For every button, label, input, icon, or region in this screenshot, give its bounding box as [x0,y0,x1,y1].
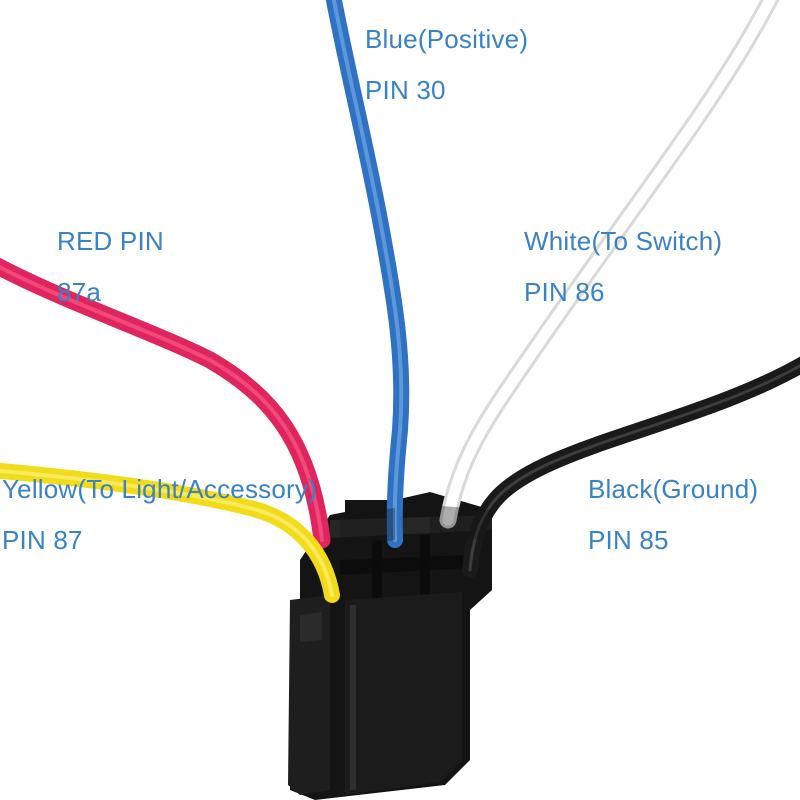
relay-socket-housing [288,492,492,800]
yellow-wire-name: Yellow(To Light/Accessory) [2,474,317,504]
red-wire-label: RED PIN 87a [57,226,164,307]
red-wire-highlight [0,265,324,542]
terminal-cavity [430,505,492,540]
yellow-wire-highlight [0,468,334,597]
black-wire-label: Black(Ground) PIN 85 [588,474,758,555]
blue-wire-name: Blue(Positive) [365,24,529,54]
black-wire-pin: PIN 85 [588,525,669,555]
socket-edge-highlight [350,605,356,790]
white-wire-label: White(To Switch) PIN 86 [524,226,722,307]
socket-front-face [345,592,462,795]
blue-wire-pin: PIN 30 [365,75,446,105]
socket-divider [420,535,430,600]
yellow-wire-pin: PIN 87 [2,525,83,555]
red-wire-pin: 87a [57,277,101,307]
black-wire-name: Black(Ground) [588,474,759,504]
white-wire-pin: PIN 86 [524,277,605,307]
terminal-cavities [340,505,492,548]
red-wire-name: RED PIN [57,226,164,256]
terminal-cavity [340,508,395,548]
blue-wire-highlight [331,0,404,542]
white-wire-name: White(To Switch) [524,226,723,256]
blue-wire-label: Blue(Positive) PIN 30 [365,24,528,105]
socket-divider [372,540,382,600]
socket-side-tab [288,595,330,795]
yellow-wire-label: Yellow(To Light/Accessory) PIN 87 [2,474,317,555]
socket-latch [300,612,322,642]
black-wire-highlight [468,364,800,572]
